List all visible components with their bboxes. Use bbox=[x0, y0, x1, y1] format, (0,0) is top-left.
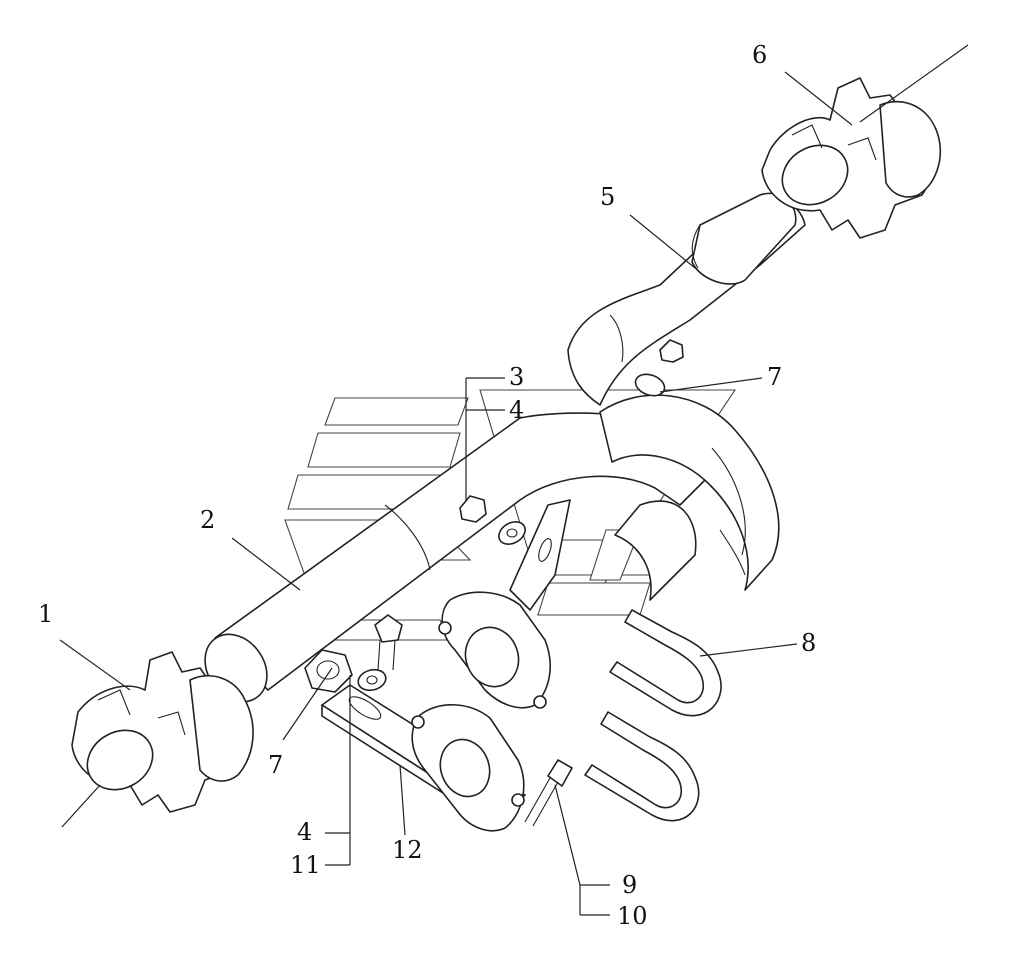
clamp-part-1 bbox=[71, 651, 254, 813]
callout-3: 3 bbox=[509, 363, 524, 391]
pipe-assembly bbox=[204, 192, 806, 703]
leader-lines bbox=[59, 44, 969, 916]
callout-10: 10 bbox=[617, 902, 648, 930]
callout-7-left: 7 bbox=[268, 751, 283, 779]
callout-1: 1 bbox=[38, 600, 53, 628]
callout-11: 11 bbox=[290, 851, 321, 879]
callout-2: 2 bbox=[200, 506, 215, 534]
callout-8: 8 bbox=[801, 629, 816, 657]
callout-4-upper: 4 bbox=[509, 396, 524, 424]
callout-labels: 1 2 3 4 5 6 7 7 8 9 10 4 11 12 bbox=[38, 41, 816, 930]
callout-4-lower: 4 bbox=[297, 818, 312, 846]
callout-9: 9 bbox=[622, 871, 637, 899]
clamp-part-6 bbox=[761, 77, 942, 239]
u-bolts-part-8 bbox=[584, 609, 722, 822]
callout-5: 5 bbox=[600, 183, 615, 211]
callout-7-right: 7 bbox=[767, 363, 782, 391]
callout-6: 6 bbox=[752, 41, 767, 69]
callout-12: 12 bbox=[392, 836, 423, 864]
mounting-bracket-assembly bbox=[304, 339, 684, 832]
